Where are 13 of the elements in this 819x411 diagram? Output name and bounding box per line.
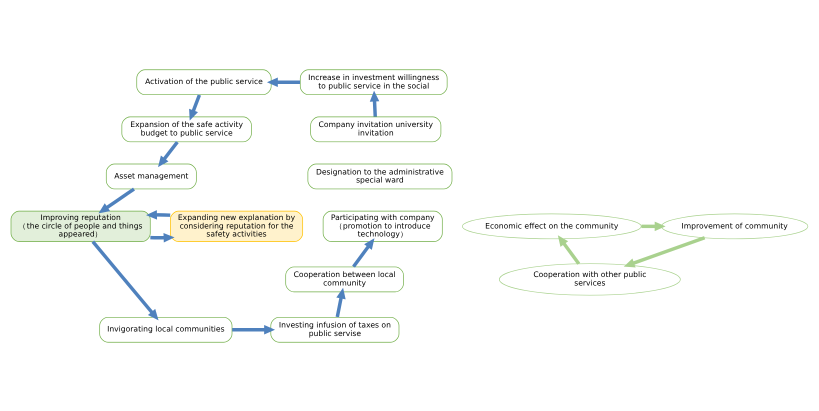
arrow (146, 210, 170, 220)
arrow (336, 287, 346, 317)
arrow (232, 324, 276, 334)
arrow (92, 240, 159, 320)
arrow (158, 140, 179, 167)
arrow (266, 76, 300, 86)
arrow (352, 238, 374, 268)
arrow (150, 232, 175, 242)
arrow (624, 236, 706, 267)
arrow (189, 94, 202, 120)
arrow (558, 234, 580, 264)
arrow (641, 221, 666, 231)
arrow (370, 90, 380, 116)
